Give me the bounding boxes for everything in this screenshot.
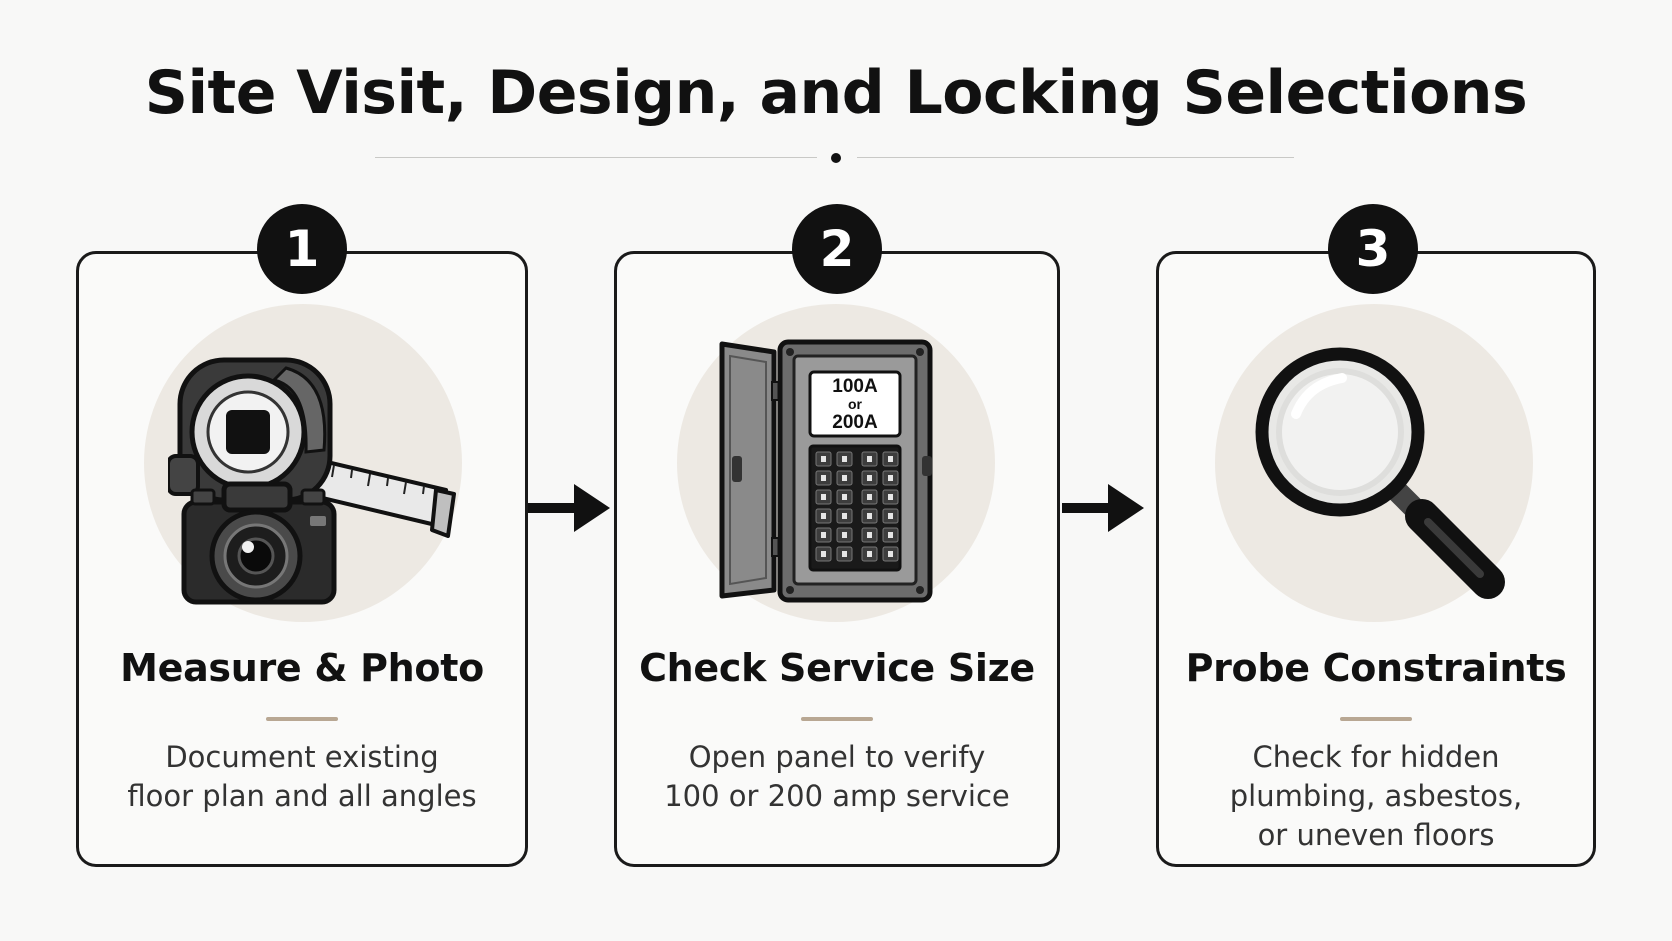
breaker-toggle [842,513,847,519]
breaker-toggle [821,551,826,557]
breaker-toggle [888,494,893,500]
step-title-2: Check Service Size [639,646,1035,690]
panel-label-amps-100: 100A [832,376,878,397]
arrow-right-icon [528,484,610,532]
page-title: Site Visit, Design, and Locking Selectio… [144,58,1528,128]
step-rule-3 [1340,717,1412,721]
step-number-badge-2: 2 [792,204,882,294]
title-divider-right [857,157,1294,158]
title-divider-left [375,157,817,158]
breaker-toggle [888,532,893,538]
breaker-toggle [867,513,872,519]
title-divider-dot [831,153,841,163]
breaker-toggle [867,456,872,462]
breaker-toggle [888,551,893,557]
breaker-toggle [842,456,847,462]
breaker-toggle [821,532,826,538]
magnifying-glass-icon [1255,347,1505,599]
breaker-toggle [842,494,847,500]
step-rule-1 [266,717,338,721]
breaker-toggle [842,475,847,481]
step-description-3: Check for hidden plumbing, asbestos, or … [1229,740,1523,852]
breaker-rows [815,451,899,562]
breaker-toggle [867,532,872,538]
electrical-panel-icon: 100A or 200A [719,339,933,603]
step-2-illustration: 100A or 200A [719,339,933,603]
breaker-toggle [867,475,872,481]
breaker-toggle [842,551,847,557]
step-3-illustration [1255,347,1505,599]
panel-label-amps-200: 200A [832,412,878,433]
breaker-toggle [821,494,826,500]
breaker-toggle [842,532,847,538]
step-1-illustration [168,357,456,605]
arrow-right-icon [1062,484,1144,532]
breaker-toggle [867,551,872,557]
breaker-toggle [821,475,826,481]
step-description-1: Document existing floor plan and all ang… [127,740,477,813]
camera-icon [181,481,337,605]
step-description-2: Open panel to verify 100 or 200 amp serv… [664,740,1010,813]
breaker-toggle [888,513,893,519]
panel-label-or: or [848,396,863,412]
step-title-1: Measure & Photo [120,646,484,690]
breaker-toggle [867,494,872,500]
breaker-toggle [821,513,826,519]
step-number-badge-3: 3 [1328,204,1418,294]
breaker-toggle [888,475,893,481]
breaker-toggle [888,456,893,462]
step-number-badge-1: 1 [257,204,347,294]
breaker-toggle [821,456,826,462]
step-rule-2 [801,717,873,721]
step-title-3: Probe Constraints [1185,646,1567,690]
